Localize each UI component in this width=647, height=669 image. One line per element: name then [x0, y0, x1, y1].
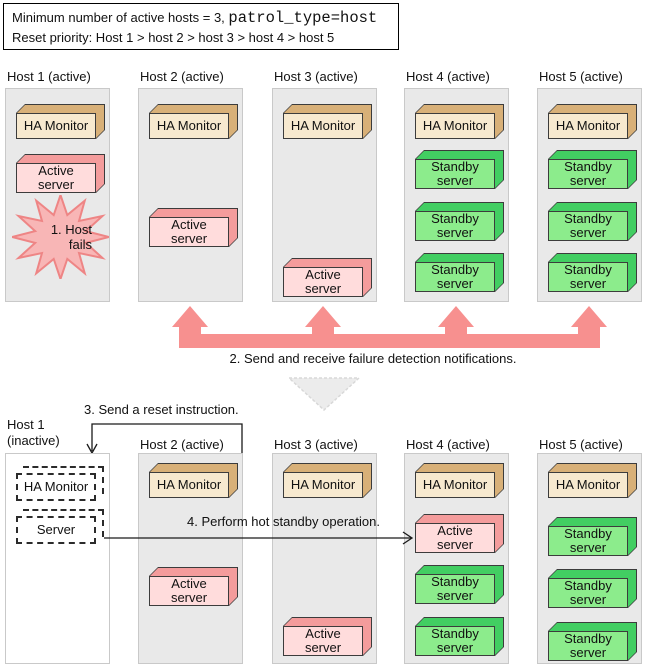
top-host5-panel: HA Monitor Standby server Standby server… — [537, 88, 642, 302]
bottom-host1-label: Host 1 (inactive) — [7, 417, 60, 448]
bottom-host4-label: Host 4 (active) — [406, 437, 490, 452]
inactive-server-box: Server — [16, 509, 104, 544]
active-server-box: Active server — [415, 514, 504, 553]
standby-server-box: Standby server — [548, 517, 637, 556]
standby-server-box: Standby server — [548, 253, 637, 292]
ha-monitor-box: HA Monitor — [283, 463, 372, 498]
top-host2-panel: HA Monitor Active server — [138, 88, 243, 302]
transition-triangle-icon — [288, 377, 360, 411]
inactive-ha-monitor-box: HA Monitor — [16, 466, 104, 501]
standby-server-box: Standby server — [415, 202, 504, 241]
ha-monitor-box: HA Monitor — [283, 104, 372, 139]
bottom-host3-label: Host 3 (active) — [274, 437, 358, 452]
step3-caption: 3. Send a reset instruction. — [84, 402, 239, 417]
failure-star-icon — [12, 195, 109, 279]
bottom-host3-panel: HA Monitor Active server — [272, 453, 377, 664]
dashed-box-3d-side — [23, 509, 104, 537]
standby-server-box: Standby server — [548, 569, 637, 608]
bottom-host4-panel: HA Monitor Active server Standby server … — [404, 453, 509, 664]
top-host3-label: Host 3 (active) — [274, 69, 358, 84]
ha-monitor-box: HA Monitor — [415, 463, 504, 498]
ha-monitor-box: HA Monitor — [548, 104, 637, 139]
bottom-host5-label: Host 5 (active) — [539, 437, 623, 452]
reset-priority-text: Reset priority: Host 1 > host 2 > host 3… — [12, 30, 335, 45]
bottom-host5-panel: HA Monitor Standby server Standby server… — [537, 453, 642, 664]
dashed-box-3d-side — [23, 466, 104, 494]
ha-monitor-box: HA Monitor — [149, 463, 238, 498]
ha-monitor-box: HA Monitor — [149, 104, 238, 139]
bottom-host1-panel: HA Monitor Server — [5, 453, 110, 664]
ha-monitor-box: HA Monitor — [548, 463, 637, 498]
active-server-box: Active server — [283, 258, 372, 297]
standby-server-box: Standby server — [415, 253, 504, 292]
ha-monitor-box: HA Monitor — [415, 104, 504, 139]
min-active-hosts-text: Minimum number of active hosts = 3, — [12, 10, 229, 25]
step2-caption: 2. Send and receive failure detection no… — [229, 351, 517, 366]
top-host3-panel: HA Monitor Active server — [272, 88, 377, 302]
standby-server-box: Standby server — [548, 150, 637, 189]
step4-caption: 4. Perform hot standby operation. — [187, 514, 380, 529]
config-note-box: Minimum number of active hosts = 3, patr… — [3, 3, 399, 50]
standby-server-box: Standby server — [548, 622, 637, 661]
top-host1-panel: HA Monitor Active server 1. Host fails — [5, 88, 110, 302]
active-server-box: Active server — [149, 567, 238, 606]
standby-server-box: Standby server — [415, 150, 504, 189]
top-host2-label: Host 2 (active) — [140, 69, 224, 84]
notification-arrow-icon — [172, 306, 607, 348]
bottom-host2-panel: HA Monitor Active server — [138, 453, 243, 664]
standby-server-box: Standby server — [415, 617, 504, 656]
standby-server-box: Standby server — [548, 202, 637, 241]
top-host4-label: Host 4 (active) — [406, 69, 490, 84]
config-note-line1: Minimum number of active hosts = 3, patr… — [12, 8, 390, 28]
active-server-box: Active server — [149, 208, 238, 247]
ha-monitor-box: HA Monitor — [16, 104, 105, 139]
active-server-box: Active server — [16, 154, 105, 193]
hot-standby-arrow — [104, 531, 414, 545]
top-host5-label: Host 5 (active) — [539, 69, 623, 84]
host-failure-burst: 1. Host fails — [12, 195, 109, 279]
top-host4-panel: HA Monitor Standby server Standby server… — [404, 88, 509, 302]
bottom-host2-label: Host 2 (active) — [140, 437, 224, 452]
standby-server-box: Standby server — [415, 565, 504, 604]
host-fails-text: 1. Host fails — [50, 222, 92, 252]
top-host1-label: Host 1 (active) — [7, 69, 91, 84]
active-server-box: Active server — [283, 617, 372, 656]
patrol-type-code: patrol_type=host — [228, 9, 378, 27]
